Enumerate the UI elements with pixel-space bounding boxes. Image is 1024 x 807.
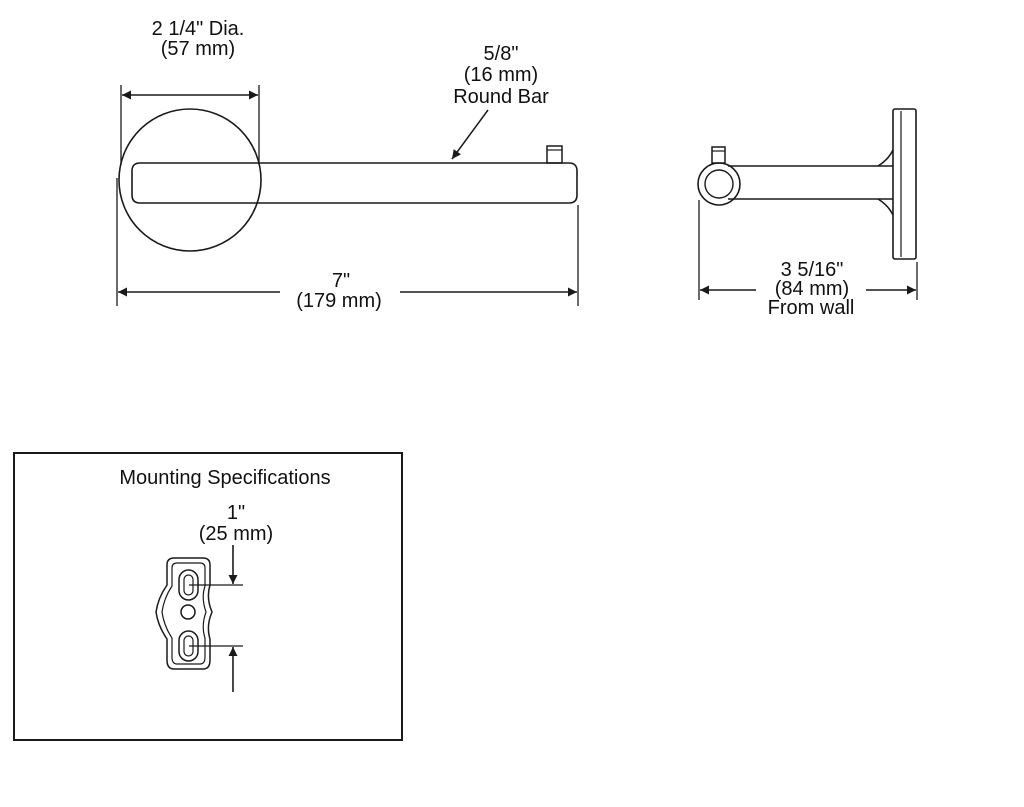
projection-imperial-label: 3 5/16"	[781, 259, 844, 281]
spacing-imperial-label: 1"	[227, 502, 245, 524]
projection-metric-label: (84 mm)	[775, 278, 849, 300]
bar-imperial-label: 5/8"	[484, 43, 519, 65]
bar-metric-label: (16 mm)	[464, 64, 538, 86]
bar-description-label: Round Bar	[453, 86, 549, 108]
bar-leader-line	[451, 109, 489, 160]
round-bar	[131, 162, 578, 204]
mounting-center-hole	[180, 604, 196, 620]
diameter-metric-label: (57 mm)	[161, 38, 235, 60]
projection-note-label: From wall	[768, 297, 855, 319]
flange-circle	[118, 108, 262, 252]
length-imperial-label: 7"	[332, 270, 350, 292]
spacing-metric-label: (25 mm)	[199, 523, 273, 545]
front-view: 2 1/4" Dia. (57 mm) 5/8" (16 mm) Round B…	[116, 18, 579, 312]
mounting-bracket	[155, 557, 213, 670]
side-view: 3 5/16" (84 mm) From wall	[697, 108, 918, 319]
mounting-title: Mounting Specifications	[119, 467, 330, 489]
mounting-panel-border	[13, 452, 403, 741]
mounting-specifications-panel: Mounting Specifications 1" (25 mm)	[13, 452, 403, 741]
diameter-imperial-label: 2 1/4" Dia.	[152, 18, 245, 40]
length-metric-label: (179 mm)	[296, 290, 382, 312]
set-screw	[546, 145, 563, 164]
side-set-screw	[711, 146, 726, 164]
wall-plate	[892, 108, 917, 260]
